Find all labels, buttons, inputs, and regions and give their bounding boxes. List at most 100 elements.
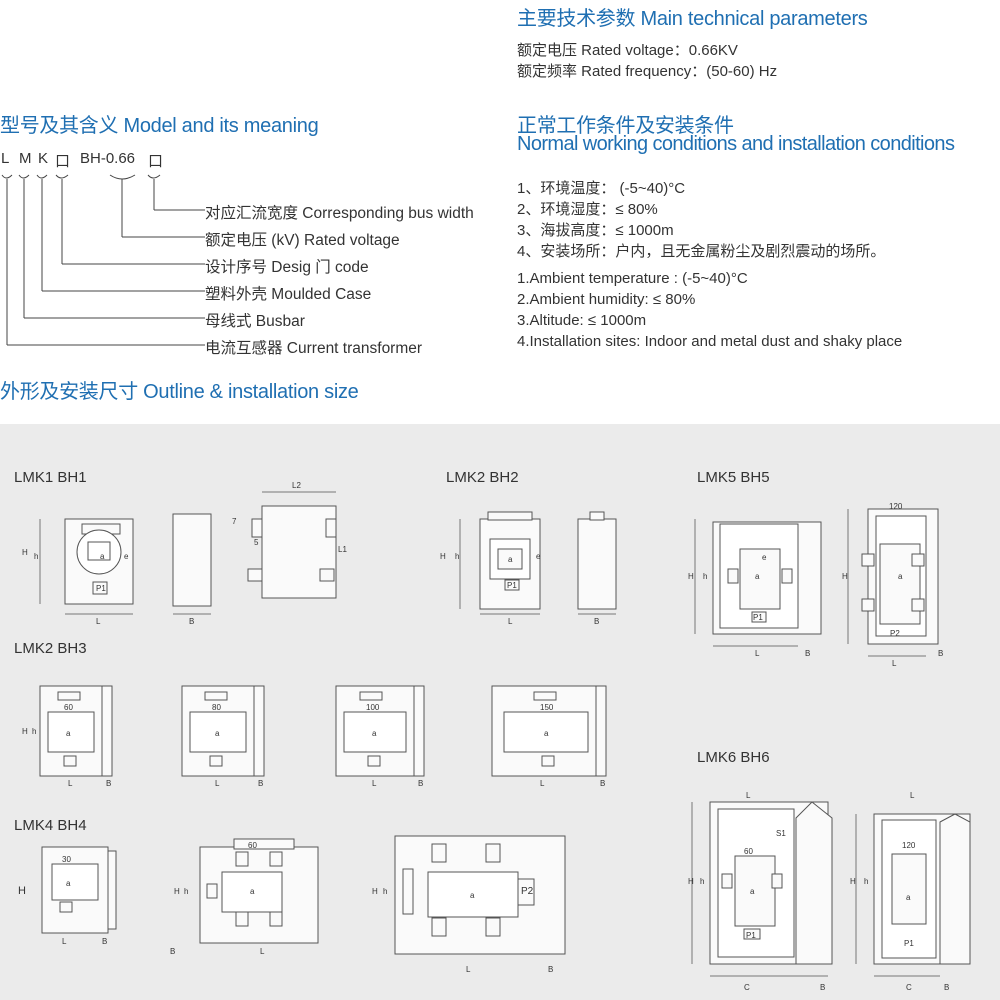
dim-L-bh3-2: L: [215, 779, 220, 788]
model-label-lmk5-bh5: LMK5 BH5: [697, 469, 770, 486]
dim-P1-lmk5: P1: [753, 613, 763, 622]
dim-L-lmk1: L: [96, 617, 101, 626]
outline-title: 外形及安装尺寸 Outline & installation size: [0, 381, 359, 403]
dim-a-lmk5: a: [755, 572, 760, 581]
dim-P2-bh4: P2: [521, 886, 534, 897]
lmk6-side-view: [855, 813, 971, 977]
dim-120-bh6: 120: [902, 841, 916, 850]
meaning-design-code: 设计序号 Desig 门 code: [205, 259, 369, 276]
conditions-title-cn: 正常工作条件及安装条件: [517, 115, 734, 137]
code-box-2: 口: [148, 153, 164, 170]
tech-params-title: 主要技术参数 Main technical parameters: [517, 8, 868, 30]
dim-H-bh4-3: H: [372, 887, 378, 896]
model-code-leader-lines: [1, 174, 205, 346]
dim-L-bh3-4: L: [540, 779, 545, 788]
lmk2-bh3-view-60: [39, 685, 113, 777]
dim-B-bh3-2: B: [258, 779, 263, 788]
dim-C-bh6-side: C: [906, 983, 912, 992]
cond-cn-2: 2、环境湿度：≤ 80%: [517, 201, 658, 218]
code-box-1: 口: [55, 153, 71, 170]
model-label-lmk2-bh2: LMK2 BH2: [446, 469, 519, 486]
lmk4-view-2: [199, 838, 319, 944]
dim-B-bh4: B: [102, 937, 107, 946]
lmk1-side-view: [172, 513, 212, 615]
dim-B-lmk5-side: B: [938, 649, 943, 658]
dim-e-lmk5: e: [762, 553, 767, 562]
code-bh: BH-0.66: [80, 150, 136, 167]
drawing-panel: LMK1 BH1 LMK2 BH2 LMK5 BH5 LMK2 BH3 LMK6…: [0, 424, 1000, 1000]
dim-H-bh6: H: [688, 877, 694, 886]
dim-P1-lmk1: P1: [96, 584, 106, 593]
dim-a-bh3-4: a: [544, 729, 549, 738]
dim-L-bh4: L: [62, 937, 67, 946]
dim-L-lmk5: L: [755, 649, 760, 658]
dim-h-bh6: h: [700, 877, 704, 886]
dim-60-bh4: 60: [248, 841, 257, 850]
dim-H-bh6-side: H: [850, 877, 856, 886]
dim-150-bh3: 150: [540, 703, 554, 712]
lmk6-front-view: [691, 801, 833, 977]
dim-L1-lmk1: L1: [338, 545, 347, 554]
cond-en-1: 1.Ambient temperature : (-5~40)°C: [517, 270, 748, 287]
dim-a-bh4-3: a: [470, 891, 475, 900]
dim-a-bh6-side: a: [906, 893, 911, 902]
dim-P1-lmk2: P1: [507, 581, 517, 590]
lmk2-bh3-view-80: [181, 685, 265, 777]
dim-e-lmk1: e: [124, 552, 129, 561]
lmk4-view-1: [41, 846, 117, 934]
dim-L-bh3-3: L: [372, 779, 377, 788]
dim-L-bh6: L: [746, 791, 751, 800]
rated-voltage: 额定电压 Rated voltage：0.66KV: [517, 42, 738, 59]
dim-a-bh3-1: a: [66, 729, 71, 738]
dim-B-bh6: B: [820, 983, 825, 992]
dim-h-lmk1: h: [34, 552, 38, 561]
dim-30-bh4: 30: [62, 855, 71, 864]
dim-L-bh4-3: L: [466, 965, 471, 974]
dim-S1-bh6: S1: [776, 829, 786, 838]
cond-cn-4: 4、安装场所：户内，且无金属粉尘及剧烈震动的场所。: [517, 243, 886, 260]
lmk1-mount-view: [247, 491, 337, 599]
dim-P2-lmk5: P2: [890, 629, 900, 638]
dim-H-lmk5-side: H: [842, 572, 848, 581]
dim-H-bh4-2: H: [174, 887, 180, 896]
dim-L-bh6-side: L: [910, 791, 915, 800]
lmk1-front-view: [39, 518, 134, 615]
dim-B-bh6-side: B: [944, 983, 949, 992]
dim-100-bh3: 100: [366, 703, 380, 712]
meaning-rated-voltage: 额定电压 (kV) Rated voltage: [205, 232, 400, 249]
lmk5-side-view: [847, 508, 939, 657]
code-M: M: [19, 150, 32, 167]
dim-P1-bh6: P1: [746, 931, 756, 940]
lmk2-bh3-view-150: [491, 685, 607, 777]
dim-L-bh4-2: L: [260, 947, 265, 956]
dim-h-bh4-3: h: [383, 887, 387, 896]
dim-L-lmk2: L: [508, 617, 513, 626]
dim-P1-bh6-side: P1: [904, 939, 914, 948]
dim-a-lmk1: a: [100, 552, 105, 561]
dim-h-bh4-2: h: [184, 887, 188, 896]
dim-H-bh3: H: [22, 727, 28, 736]
dim-e-lmk2: e: [536, 552, 541, 561]
model-label-lmk6-bh6: LMK6 BH6: [697, 749, 770, 766]
meaning-moulded-case: 塑料外壳 Moulded Case: [205, 286, 372, 303]
lmk5-front-view: [694, 519, 822, 647]
lmk2-bh2-front-view: [459, 511, 541, 615]
dim-L-bh3-1: L: [68, 779, 73, 788]
model-label-lmk2-bh3: LMK2 BH3: [14, 640, 87, 657]
conditions-title-en: Normal working conditions and installati…: [517, 133, 955, 155]
lmk2-bh2-side-view: [577, 511, 617, 615]
outline-drawings: H h L a e P1 B L2 L1 7 5 H h L a e P1 B …: [18, 481, 971, 992]
model-label-lmk1-bh1: LMK1 BH1: [14, 469, 87, 486]
dim-h-bh3: h: [32, 727, 36, 736]
dim-a-bh4-2: a: [250, 887, 255, 896]
dim-B-bh3-1: B: [106, 779, 111, 788]
dim-5-lmk1: 5: [254, 538, 259, 547]
dim-80-bh3: 80: [212, 703, 221, 712]
cond-en-4: 4.Installation sites: Indoor and metal d…: [517, 333, 903, 350]
cond-en-3: 3.Altitude: ≤ 1000m: [517, 312, 647, 329]
meaning-current-transformer: 电流互感器 Current transformer: [205, 340, 423, 357]
dim-H-lmk1: H: [22, 548, 28, 557]
dim-h-lmk2: h: [455, 552, 459, 561]
dim-B-bh4-2: B: [170, 947, 175, 956]
dim-C-bh6: C: [744, 983, 750, 992]
